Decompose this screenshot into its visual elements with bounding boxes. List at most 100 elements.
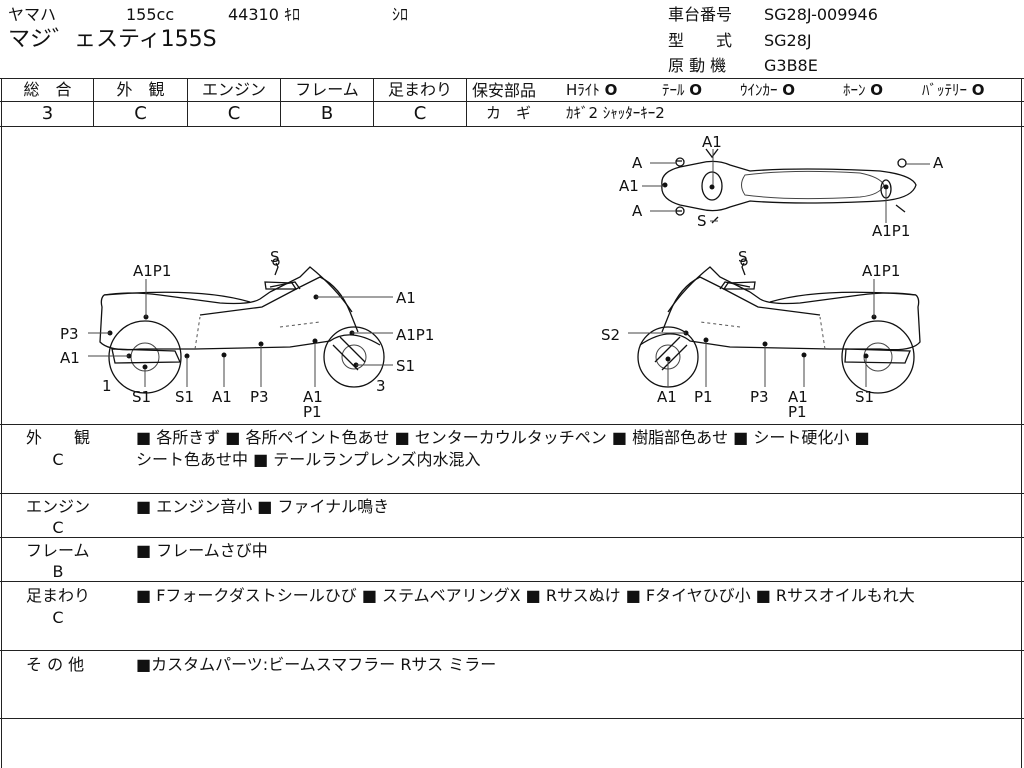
header-divider [0, 78, 1024, 79]
left-label: S1 [396, 357, 415, 375]
left-side-labels: S A1P1 A1 P3 A1P1 A1 S1 1 3 S1 S1 A1 P3 … [60, 248, 434, 421]
detail-grade-suspension: C [52, 608, 64, 627]
rating-col-divider-4 [373, 78, 374, 126]
type-label: 型 式 [668, 31, 733, 50]
safety-item-headlight: Hﾗｲﾄ O [566, 81, 618, 99]
engine-label: 原 動 機 [668, 56, 727, 75]
detail-title-exterior: 外 観 [26, 428, 91, 447]
ratings-bottom-divider [0, 126, 1024, 127]
right-side-scooter [637, 258, 921, 394]
damage-diagram: A1 A A1 A S A A1P1 [60, 133, 944, 421]
left-label: 1 [102, 377, 112, 395]
right-label: P1 [694, 388, 713, 406]
right-label: A1P1 [862, 262, 900, 280]
key-label: カ ギ [486, 104, 532, 122]
right-label: A1 [657, 388, 677, 406]
right-side-labels: S A1P1 S2 A1 P1 P3 A1 P1 S1 [601, 248, 900, 421]
rating-label-suspension: 足まわり [387, 80, 452, 99]
right-label: A1 [788, 388, 808, 406]
safety-mark-battery: O [971, 81, 985, 99]
safety-key-divider [466, 101, 1024, 102]
detail-text-other: ■カスタムパーツ:ビームスマフラー Rサス ミラー [136, 655, 497, 674]
safety-item-taillight: ﾃｰﾙ O [662, 81, 703, 99]
detail-grade-exterior: C [52, 450, 64, 469]
rating-label-overall: 総 合 [23, 80, 72, 99]
top-label: A [933, 154, 944, 172]
left-label: S1 [175, 388, 194, 406]
diagram-bottom-divider [0, 424, 1024, 425]
rating-value-overall: 3 [41, 103, 54, 124]
safety-item-horn: ﾎｰﾝ O [843, 81, 884, 99]
rating-value-frame: B [320, 103, 334, 124]
detail-text-engine: ■ エンジン音小 ■ ファイナル鳴き [136, 497, 390, 516]
top-view-labels: A1 A A1 A S A A1P1 [619, 133, 944, 240]
safety-item-winker: ｳｲﾝｶｰ O [740, 81, 796, 99]
left-label: P3 [60, 325, 79, 343]
top-label: A1 [619, 177, 639, 195]
safety-item-battery: ﾊﾞｯﾃﾘｰ O [922, 81, 985, 99]
rating-label-frame: フレーム [295, 80, 359, 99]
left-label: A1P1 [133, 262, 171, 280]
left-label: P1 [303, 403, 322, 421]
top-label: A1P1 [872, 222, 910, 240]
safety-mark-headlight: O [604, 81, 618, 99]
body-color: ｼﾛ [392, 5, 409, 24]
key-value: ｶｷﾞ2 ｼｬｯﾀｰｷｰ2 [566, 104, 665, 122]
left-label: S [270, 248, 280, 266]
details-divider-4 [0, 650, 1024, 651]
detail-grade-engine: C [52, 518, 64, 537]
left-label: A1P1 [396, 326, 434, 344]
details-divider-2 [0, 537, 1024, 538]
frame-no-label: 車台番号 [668, 5, 733, 24]
left-label: A1 [212, 388, 232, 406]
details-divider-1 [0, 493, 1024, 494]
type-value: SG28J [764, 31, 812, 50]
rating-col-divider-3 [280, 78, 281, 126]
safety-mark-winker: O [782, 81, 796, 99]
details-divider-3 [0, 581, 1024, 582]
rating-value-engine: C [227, 103, 241, 124]
right-border [1021, 78, 1022, 768]
detail-text-exterior-1: ■ 各所きず ■ 各所ペイント色あせ ■ センターカウルタッチペン ■ 樹脂部色… [136, 428, 870, 447]
right-label: P3 [750, 388, 769, 406]
top-label: A1 [702, 133, 722, 151]
detail-title-frame: フレーム [26, 541, 90, 560]
rating-value-suspension: C [413, 103, 427, 124]
displacement: 155cc [126, 5, 175, 24]
right-label: P1 [788, 403, 807, 421]
rating-label-exterior: 外 観 [116, 80, 165, 99]
left-label: A1 [60, 349, 80, 367]
rating-col-divider-1 [93, 78, 94, 126]
detail-text-suspension: ■ Fフォークダストシールひび ■ ステムベアリングX ■ Rサスぬけ ■ Fタ… [136, 586, 915, 605]
top-label: A [632, 202, 643, 220]
right-label: S2 [601, 326, 620, 344]
right-label: S [738, 248, 748, 266]
rating-col-divider-2 [187, 78, 188, 126]
safety-mark-horn: O [870, 81, 884, 99]
safety-label: 保安部品 [472, 81, 537, 100]
left-label: P3 [250, 388, 269, 406]
detail-title-other: そ の 他 [26, 655, 85, 674]
model-name: マジ゛ェスティ155S [8, 27, 217, 52]
ratings-label-divider [0, 101, 466, 102]
left-label: 3 [376, 377, 386, 395]
detail-title-engine: エンジン [26, 497, 91, 516]
left-label: S1 [132, 388, 151, 406]
rating-label-engine: エンジン [201, 80, 266, 99]
detail-grade-frame: B [52, 562, 64, 581]
details-divider-5 [0, 718, 1024, 719]
detail-text-frame: ■ フレームさび中 [136, 541, 268, 560]
top-label: A [632, 154, 643, 172]
detail-title-suspension: 足まわり [26, 586, 91, 605]
top-label: S [697, 212, 707, 230]
detail-text-exterior-2: シート色あせ中 ■ テールランプレンズ内水混入 [136, 450, 481, 469]
right-label: S1 [855, 388, 874, 406]
safety-mark-taillight: O [689, 81, 703, 99]
engine-value: G3B8E [764, 56, 818, 75]
mileage: 44310 ｷﾛ [228, 5, 300, 24]
rating-value-exterior: C [134, 103, 147, 124]
maker: ヤマハ [8, 5, 57, 24]
left-label: A1 [303, 388, 323, 406]
frame-no: SG28J-009946 [764, 5, 878, 24]
left-border [1, 78, 2, 768]
